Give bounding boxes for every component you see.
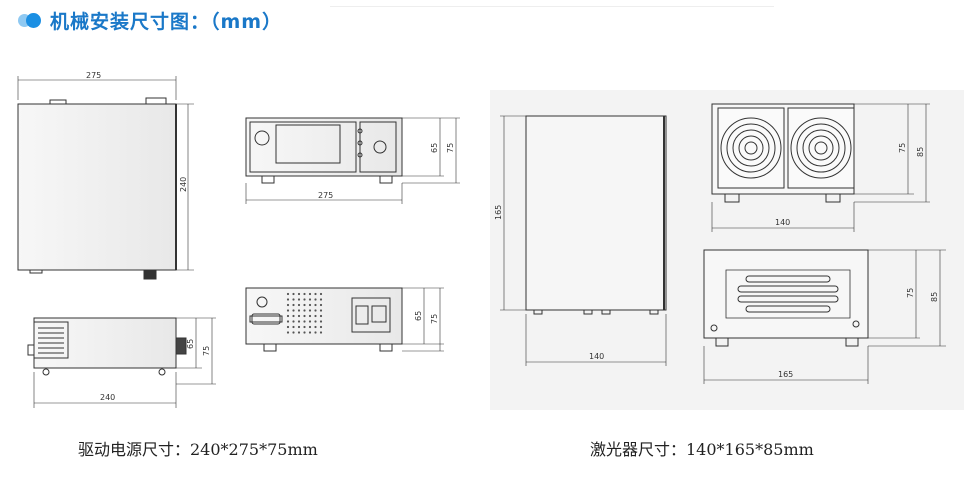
vent-hole <box>319 320 323 323</box>
vent-hole <box>303 303 306 307</box>
vent-hole <box>308 320 312 323</box>
vent-hole <box>286 325 290 329</box>
vent-hole <box>297 303 301 307</box>
dim-driver-side-h-inner: 65 <box>186 339 195 349</box>
vent-hole <box>319 325 323 329</box>
vent-hole <box>286 303 290 307</box>
dim-laser-side-h-outer: 85 <box>930 292 939 302</box>
driver-back-view <box>245 287 444 352</box>
dim-driver-back-h-inner: 65 <box>414 311 423 321</box>
dim-driver-top-depth: 240 <box>179 177 188 192</box>
vent-hole <box>292 320 295 323</box>
vent-hole <box>319 303 323 307</box>
vent-hole <box>292 292 295 296</box>
laser-caption: 激光器尺寸：140*165*85mm <box>590 440 814 459</box>
vent-hole <box>292 298 295 301</box>
dim-driver-back-h-outer: 75 <box>430 314 439 324</box>
vent-hole <box>286 314 290 318</box>
vent-hole <box>297 292 301 296</box>
dim-driver-front-h-outer: 75 <box>446 143 455 153</box>
vent-hole <box>303 320 306 323</box>
vent-hole <box>303 309 306 312</box>
dim-driver-top-width: 275 <box>86 71 101 80</box>
vent-holes <box>286 292 323 334</box>
vent-hole <box>308 325 312 329</box>
driver-top-view <box>17 76 194 280</box>
vent-hole <box>319 314 323 318</box>
vent-hole <box>314 325 317 329</box>
vent-hole <box>303 314 306 318</box>
dim-driver-front-h-inner: 65 <box>430 143 439 153</box>
vent-hole <box>308 298 312 301</box>
driver-side-view <box>27 317 216 408</box>
vent-hole <box>308 303 312 307</box>
dim-laser-front-width: 140 <box>775 218 790 227</box>
dim-laser-top-depth: 165 <box>494 205 503 220</box>
vent-hole <box>297 325 301 329</box>
laser-top-view <box>500 115 667 366</box>
vent-hole <box>319 331 323 334</box>
vent-hole <box>308 309 312 312</box>
vent-hole <box>303 325 306 329</box>
section-header: 机械安装尺寸图：（mm） <box>18 4 282 36</box>
vent-hole <box>292 331 295 334</box>
vent-hole <box>297 320 301 323</box>
driver-front-view <box>245 117 460 204</box>
vent-hole <box>292 314 295 318</box>
vent-hole <box>286 309 290 312</box>
vent-hole <box>319 298 323 301</box>
vent-hole <box>286 320 290 323</box>
vent-hole <box>303 331 306 334</box>
dim-laser-front-h-inner: 75 <box>898 143 907 153</box>
vent-hole <box>303 292 306 296</box>
vent-hole <box>303 298 306 301</box>
vent-hole <box>286 331 290 334</box>
vent-hole <box>314 303 317 307</box>
mechanical-drawing: 275 240 275 65 75 240 65 75 65 75 165 14… <box>17 71 964 410</box>
vent-hole <box>286 298 290 301</box>
vent-hole <box>286 292 290 296</box>
vent-hole <box>314 309 317 312</box>
vent-hole <box>314 320 317 323</box>
vent-hole <box>297 309 301 312</box>
header-rule <box>330 6 774 7</box>
vent-hole <box>308 292 312 296</box>
vent-hole <box>314 298 317 301</box>
vent-hole <box>314 292 317 296</box>
laser-front-view <box>711 103 930 232</box>
vent-hole <box>292 309 295 312</box>
bullet-icon <box>18 12 42 28</box>
vent-hole <box>297 331 301 334</box>
vent-hole <box>314 331 317 334</box>
dim-driver-side-h-outer: 75 <box>202 346 211 356</box>
dim-laser-side-h-inner: 75 <box>906 288 915 298</box>
driver-caption: 驱动电源尺寸：240*275*75mm <box>78 440 318 459</box>
vent-hole <box>308 331 312 334</box>
vent-hole <box>292 303 295 307</box>
vent-hole <box>292 325 295 329</box>
vent-hole <box>314 314 317 318</box>
vent-hole <box>297 298 301 301</box>
dim-laser-side-depth: 165 <box>778 370 793 379</box>
vent-hole <box>297 314 301 318</box>
vent-hole <box>319 292 323 296</box>
vent-hole <box>319 309 323 312</box>
dim-driver-side-depth: 240 <box>100 393 115 402</box>
dim-driver-front-width: 275 <box>318 191 333 200</box>
laser-side-view <box>703 249 946 384</box>
section-title: 机械安装尺寸图：（mm） <box>50 10 283 33</box>
dim-laser-top-width: 140 <box>589 352 604 361</box>
vent-hole <box>308 314 312 318</box>
dim-laser-front-h-outer: 85 <box>916 147 925 157</box>
